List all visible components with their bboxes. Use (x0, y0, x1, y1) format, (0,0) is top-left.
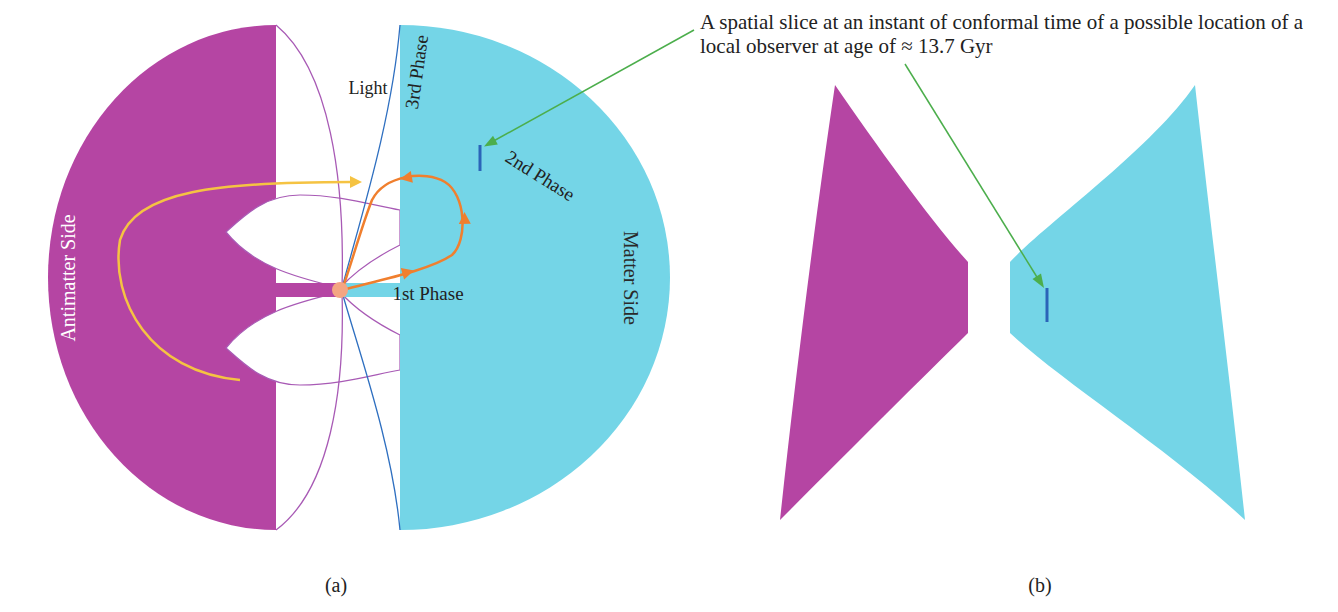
phase-curve (342, 25, 400, 288)
panel-label: (b) (1028, 574, 1051, 597)
phase-loop (342, 176, 463, 290)
arrowhead (400, 171, 413, 183)
arrowhead (459, 212, 471, 224)
phase-curve (342, 292, 400, 530)
panel-label: (a) (325, 574, 347, 597)
light-path (119, 182, 353, 380)
light-label: Light (349, 78, 388, 99)
matter-side: Matter Side (400, 25, 670, 530)
leader-line (905, 64, 1040, 282)
arrowhead (401, 268, 414, 280)
antimatter-region (48, 25, 276, 530)
light-cone-curve (276, 292, 342, 530)
phase-label: 1st Phase (392, 283, 463, 305)
antimatter-side: Antimatter Side (48, 25, 276, 530)
matter-bowtie (1010, 85, 1245, 520)
arrowhead (484, 136, 498, 147)
region-label: Matter Side (619, 231, 642, 325)
origin-dot (332, 282, 348, 298)
slice-mark (1046, 288, 1049, 322)
slice-mark (479, 145, 482, 171)
region-label: Antimatter Side (57, 214, 80, 341)
callout-note: A spatial slice at an instant of conform… (700, 10, 1325, 58)
arrowhead (350, 176, 362, 188)
upper-lobe (226, 195, 400, 288)
matter-region (400, 25, 670, 530)
light-cone-curve (276, 25, 342, 288)
antimatter-bowtie (780, 85, 968, 520)
lower-lobe (226, 292, 400, 385)
region-outline (48, 25, 276, 530)
leader-line (490, 30, 694, 143)
leader-arrowhead (1033, 274, 1045, 288)
